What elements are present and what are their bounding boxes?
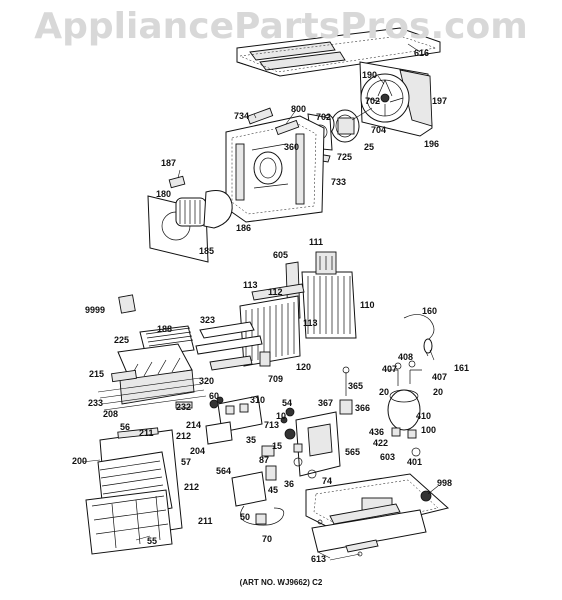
callout-label: 160: [422, 306, 438, 316]
callout-label: 204: [190, 446, 206, 456]
callout-label: 15: [272, 441, 283, 451]
rails: [97, 369, 207, 411]
callout-label: 310: [250, 395, 266, 405]
callout-label: 407: [432, 372, 448, 382]
compressor-100: [387, 360, 422, 457]
callout-label: 113: [303, 318, 318, 328]
callout-label: 54: [282, 398, 293, 408]
front-parts: [117, 294, 195, 405]
callout-label: 112: [268, 287, 283, 297]
base-pan-603: [305, 473, 450, 557]
callout-label: 734: [234, 111, 250, 121]
callout-label: 564: [216, 466, 232, 476]
callout-label: 725: [337, 152, 353, 162]
callout-label: 408: [398, 352, 414, 362]
callout-label: 190: [362, 70, 378, 80]
callout-label: 365: [348, 381, 364, 391]
callout-label: 111: [309, 237, 324, 247]
callout-label: 57: [181, 457, 192, 467]
callout-label: 25: [364, 142, 375, 152]
callout-label: 214: [186, 420, 202, 430]
callout-label: 187: [161, 158, 177, 168]
callout-label: 215: [89, 369, 105, 379]
callout-label: 605: [273, 250, 289, 260]
callout-label: 20: [379, 387, 390, 397]
callout-label: 180: [156, 189, 172, 199]
callout-label: 10: [276, 411, 287, 421]
callout-label: 704: [371, 125, 387, 135]
callout-label: 565: [345, 447, 361, 457]
callout-label: 366: [355, 403, 371, 413]
callout-label: 120: [296, 362, 312, 372]
callout-label: 232: [176, 402, 192, 412]
callout-label: 20: [433, 387, 444, 397]
callout-label: 113: [243, 280, 258, 290]
callout-label: 713: [264, 420, 280, 430]
front-cabinet-200: [85, 427, 183, 555]
callout-label: 709: [268, 374, 284, 384]
power-cord-70: [240, 505, 285, 526]
callout-label: 9999: [85, 305, 106, 315]
callout-label: 196: [424, 139, 440, 149]
callout-label: 161: [454, 363, 470, 373]
callout-label: 74: [322, 476, 333, 486]
callout-label: 401: [407, 457, 423, 467]
callout-label: 233: [88, 398, 104, 408]
callout-label: 410: [416, 411, 432, 421]
callout-label: 360: [284, 142, 300, 152]
callout-label: 603: [380, 452, 396, 462]
callout-label: 55: [147, 536, 158, 546]
callout-label: 702: [365, 96, 381, 106]
drain-pan-320: [195, 321, 271, 371]
leader-lines: [81, 43, 439, 561]
callout-label: 200: [72, 456, 88, 466]
callout-label: 422: [373, 438, 389, 448]
callout-label: 225: [114, 335, 130, 345]
callout-label: 87: [259, 455, 270, 465]
callout-label: 185: [199, 246, 215, 256]
callout-label: 186: [236, 223, 252, 233]
callout-label: 407: [382, 364, 398, 374]
control-panel: [205, 395, 263, 445]
callout-label: 50: [240, 512, 251, 522]
callout-label: 323: [200, 315, 216, 325]
condenser-shroud-196: [359, 61, 433, 137]
callout-label: 436: [369, 427, 385, 437]
top-cover-616: [236, 27, 441, 77]
callout-label: 800: [291, 104, 307, 114]
callout-label: 70: [262, 534, 273, 544]
callout-label: 56: [120, 422, 131, 432]
art-number-footer: (ART NO. WJ9662) C2: [239, 578, 323, 587]
callout-label: 613: [311, 554, 327, 564]
callout-label: 45: [268, 485, 279, 495]
callout-label: 616: [414, 48, 430, 58]
callout-label: 197: [432, 96, 448, 106]
blower-assembly: [147, 175, 233, 263]
condenser-coil-120: [239, 283, 305, 367]
callout-label: 110: [360, 300, 375, 310]
control-box-565: [231, 411, 341, 507]
callout-label: 212: [176, 431, 192, 441]
callout-label: 212: [184, 482, 200, 492]
callout-label: 188: [157, 324, 173, 334]
callout-label: 998: [437, 478, 453, 488]
callout-label: 100: [421, 425, 437, 435]
callout-label: 211: [139, 428, 154, 438]
callout-label: 211: [198, 516, 213, 526]
callout-label: 35: [246, 435, 257, 445]
callout-label: 36: [284, 479, 295, 489]
partition-assembly: [225, 107, 325, 223]
callout-label: 702: [316, 112, 332, 122]
callout-label: 60: [209, 391, 220, 401]
callout-label: 733: [331, 177, 347, 187]
callout-label: 367: [318, 398, 334, 408]
callout-label: 320: [199, 376, 215, 386]
callout-label: 208: [103, 409, 119, 419]
capillary-tube-160: [403, 314, 435, 357]
small-parts: [280, 366, 353, 453]
